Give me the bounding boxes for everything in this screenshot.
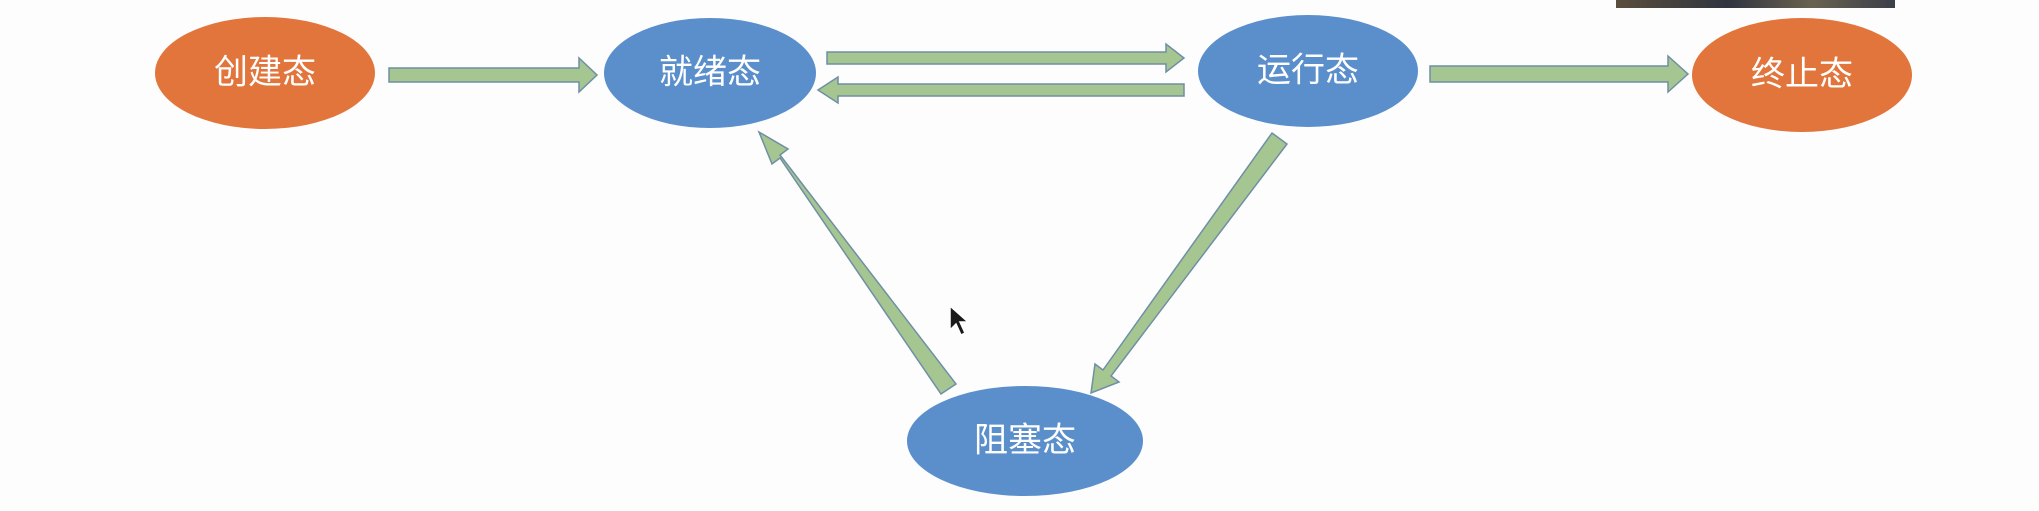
- node-blocked-label: 阻塞态: [974, 421, 1076, 461]
- node-ready-label: 就绪态: [659, 53, 761, 93]
- arrow-blocked-to-ready: [757, 130, 958, 396]
- node-created-label: 创建态: [214, 53, 316, 93]
- node-running-label: 运行态: [1257, 51, 1359, 91]
- node-blocked-shape: [907, 386, 1143, 496]
- node-terminated-shape: [1692, 18, 1912, 132]
- arrow-ready-to-running: [826, 42, 1186, 74]
- node-running-shape: [1198, 15, 1418, 127]
- video-overlay-thumbnail: [1616, 0, 1895, 8]
- node-blocked: 阻塞态: [907, 386, 1143, 496]
- node-ready-shape: [604, 18, 816, 128]
- arrow-running-to-terminated: [1429, 54, 1690, 94]
- node-created-shape: [155, 17, 375, 129]
- node-created: 创建态: [155, 17, 375, 129]
- arrow-created-to-ready: [388, 56, 599, 94]
- mouse-cursor-icon: [949, 304, 970, 337]
- node-running: 运行态: [1198, 15, 1418, 127]
- node-terminated: 终止态: [1692, 18, 1912, 132]
- arrow-running-to-ready: [816, 75, 1185, 105]
- node-terminated-label: 终止态: [1751, 55, 1853, 95]
- node-ready: 就绪态: [604, 18, 816, 128]
- arrow-running-to-blocked: [1090, 131, 1289, 395]
